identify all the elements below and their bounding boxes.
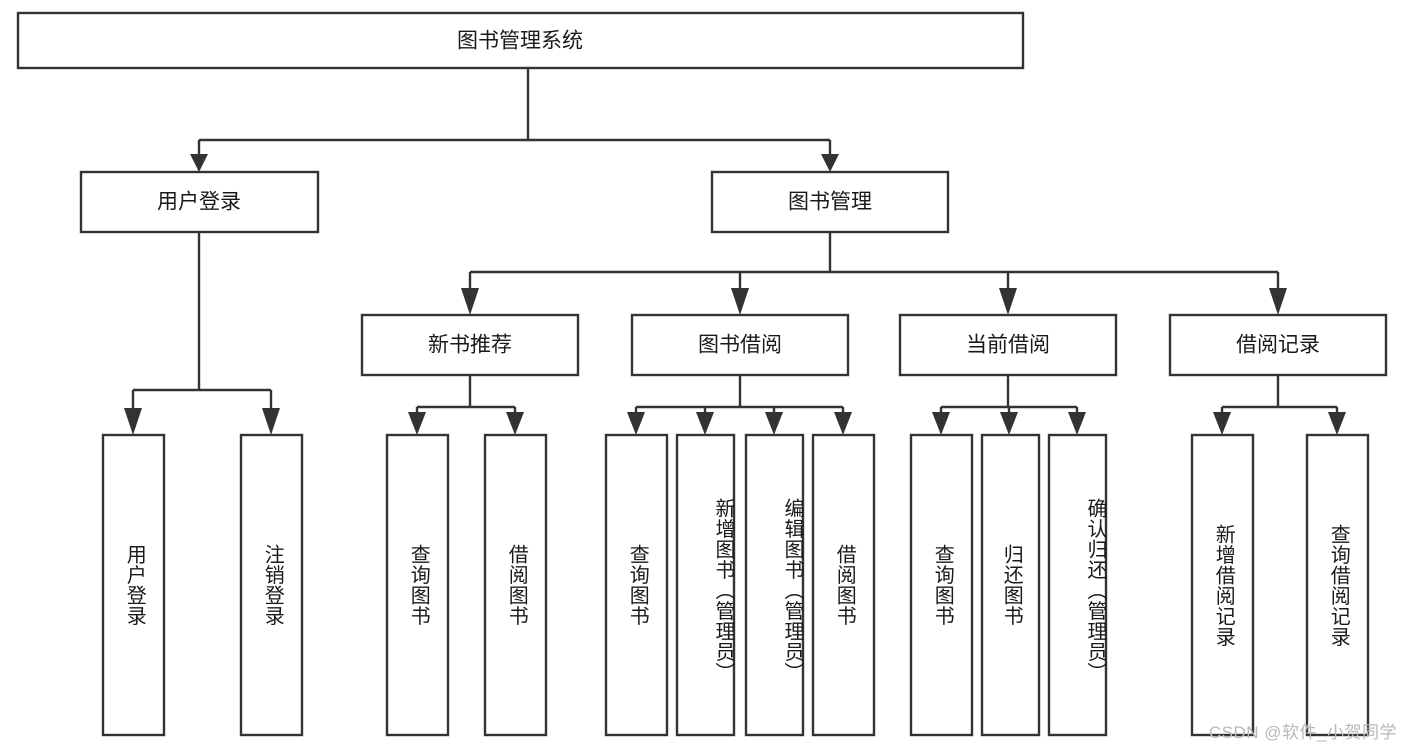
arrow-head-leaf-book-borrow-2 <box>696 412 714 435</box>
node-user-login[interactable] <box>79 170 320 234</box>
arrow-head-leaf-current-borrow-1 <box>932 412 950 435</box>
connector-group-current-borrow <box>932 375 1086 435</box>
arrow-head-leaf-borrow-record-2 <box>1328 412 1346 435</box>
node-book-borrow[interactable] <box>630 313 850 377</box>
arrow-head-leaf-book-borrow-4 <box>834 412 852 435</box>
node-current-borrow[interactable] <box>898 313 1118 377</box>
node-root-book-management-system[interactable] <box>16 11 1025 70</box>
node-root-label: 图书管理系统 <box>457 30 583 53</box>
node-book-management-label: 图书管理 <box>788 191 872 214</box>
arrow-head-leaf-current-borrow-2 <box>1000 412 1018 435</box>
node-leaf-book-borrow-borrow[interactable] <box>811 433 876 737</box>
connector-group-book-manage <box>461 232 1287 315</box>
node-new-book-recommend-label: 新书推荐 <box>428 334 512 357</box>
arrow-head-leaf-new-book-2 <box>506 412 524 435</box>
connector-group-new-book-recommend <box>408 375 524 435</box>
arrow-head-leaf-user-login-2 <box>262 408 280 435</box>
node-borrow-record-label: 借阅记录 <box>1236 334 1320 357</box>
connector-group-user-login <box>124 232 280 435</box>
node-leaf-borrow-record-query[interactable] <box>1305 433 1370 737</box>
arrow-head-leaf-new-book-1 <box>408 412 426 435</box>
connector-group-book-borrow <box>627 375 852 435</box>
node-leaf-current-borrow-query[interactable] <box>909 433 974 737</box>
node-leaf-book-borrow-add[interactable] <box>675 433 736 737</box>
arrow-head-leaf-user-login-1 <box>124 408 142 435</box>
node-book-borrow-label: 图书借阅 <box>698 334 782 357</box>
arrow-head-book-borrow <box>731 288 749 315</box>
node-leaf-new-book-query[interactable] <box>385 433 450 737</box>
watermark-text: CSDN @软件_小贺同学 <box>1208 723 1397 742</box>
arrow-head-leaf-current-borrow-3 <box>1068 412 1086 435</box>
connector-group-root <box>190 68 839 172</box>
arrow-head-borrow-record <box>1269 288 1287 315</box>
node-leaf-book-borrow-edit[interactable] <box>744 433 805 737</box>
arrow-head-new-book-recommend <box>461 288 479 315</box>
arrow-head-book-manage <box>821 154 839 172</box>
node-leaf-borrow-record-add[interactable] <box>1190 433 1255 737</box>
connector-group-borrow-record <box>1213 375 1346 435</box>
node-borrow-record[interactable] <box>1168 313 1388 377</box>
node-leaf-user-login-logout[interactable] <box>239 433 304 737</box>
arrow-head-user-login <box>190 154 208 172</box>
node-leaf-current-borrow-return[interactable] <box>980 433 1041 737</box>
node-leaf-current-borrow-confirm[interactable] <box>1047 433 1108 737</box>
node-leaf-book-borrow-query[interactable] <box>604 433 669 737</box>
arrow-head-leaf-book-borrow-3 <box>765 412 783 435</box>
node-current-borrow-label: 当前借阅 <box>966 334 1050 357</box>
arrow-head-leaf-book-borrow-1 <box>627 412 645 435</box>
node-leaf-new-book-borrow[interactable] <box>483 433 548 737</box>
arrow-head-leaf-borrow-record-1 <box>1213 412 1231 435</box>
node-leaf-user-login-login[interactable] <box>101 433 166 737</box>
arrow-head-current-borrow <box>999 288 1017 315</box>
node-book-management[interactable] <box>710 170 950 234</box>
node-user-login-label: 用户登录 <box>157 191 241 214</box>
node-new-book-recommend[interactable] <box>360 313 580 377</box>
